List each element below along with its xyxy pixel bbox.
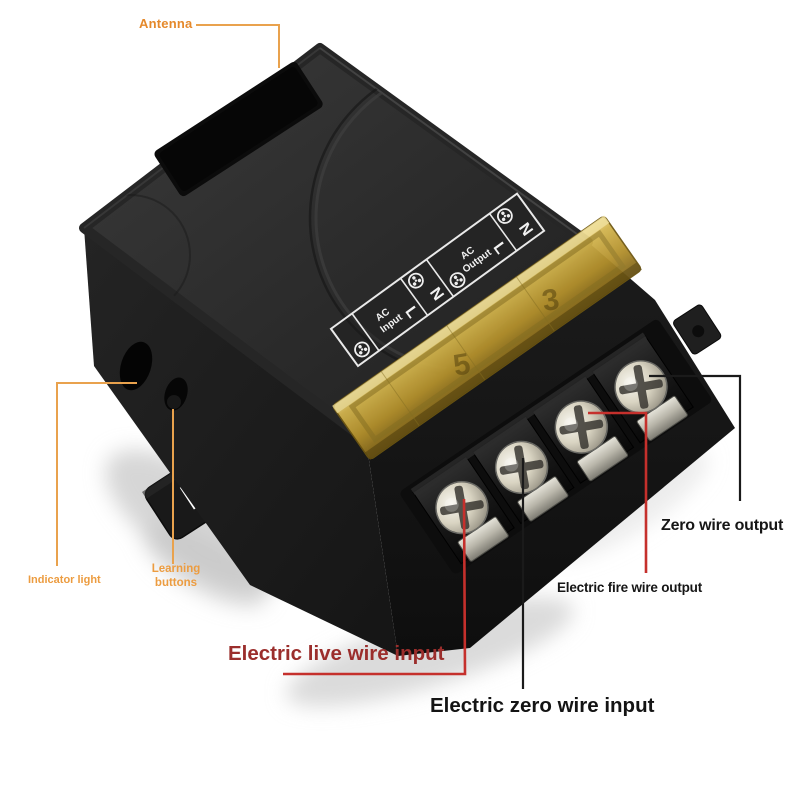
antenna-callout-line (196, 24, 280, 68)
body-left-face (84, 228, 398, 656)
electric-zero-wire-input-label: Electric zero wire input (430, 694, 655, 717)
electric-live-wire-input-callout-line (283, 498, 467, 676)
label-sticker: AC Input L N AC Output L N (329, 192, 546, 368)
learning-button (167, 395, 181, 409)
indicator-light-callout-line (56, 382, 137, 566)
sticker-divider (399, 277, 429, 316)
terminal-cover: 5 3 (332, 215, 642, 460)
learning-buttons-label-line2: buttons (154, 576, 198, 589)
indicator-light-hole (119, 341, 153, 391)
edge-highlight (319, 47, 589, 243)
wire-clamps (457, 395, 688, 562)
antenna-label: Antenna (139, 16, 193, 31)
cover-molded-digit: 3 (540, 283, 562, 318)
electric-fire-wire-output-label: Electric fire wire output (557, 580, 703, 595)
learning-buttons-label: Learning buttons (134, 563, 218, 590)
sticker-border (329, 192, 546, 368)
terminal-block (400, 319, 712, 574)
right-tab (673, 304, 722, 355)
zero-wire-output-callout-line (649, 374, 742, 501)
display-window (154, 62, 323, 197)
indicator-light-label: Indicator light (28, 574, 101, 586)
sticker-divider (351, 313, 380, 352)
sticker-divider (488, 213, 518, 252)
learning-buttons-label-line1: Learning (151, 563, 201, 575)
electric-fire-wire-output-callout-line (588, 411, 648, 573)
zero-wire-output-label: Zero wire output (661, 517, 784, 534)
cover-molded-digit: 5 (451, 347, 473, 382)
electric-live-wire-input-label: Electric live wire input (228, 642, 445, 665)
sticker-divider (425, 258, 455, 298)
